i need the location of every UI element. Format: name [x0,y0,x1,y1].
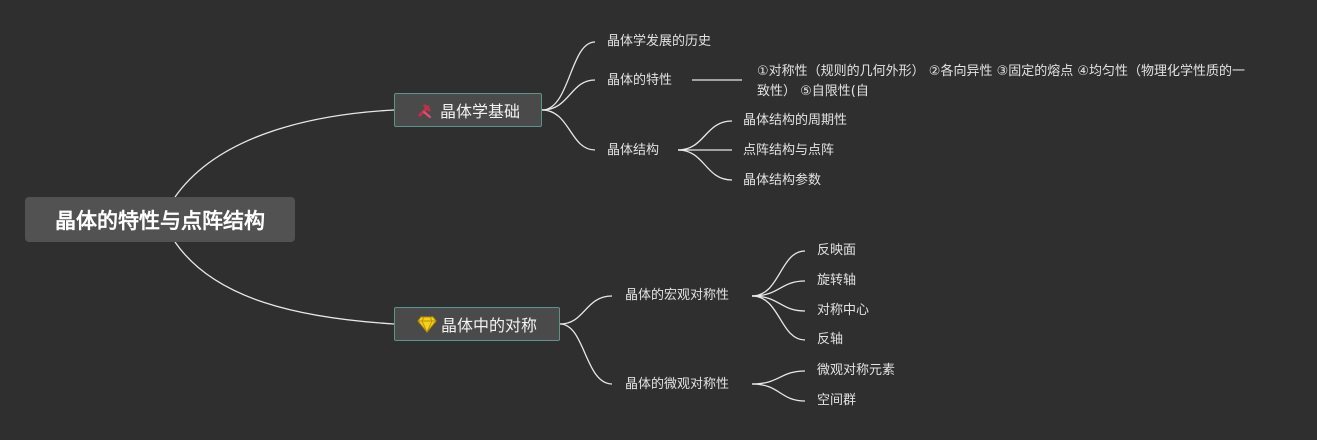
leaf-space-group[interactable]: 空间群 [817,393,857,408]
link-b1-history [541,41,596,111]
branch-topic-label: 晶体学基础 [439,102,520,121]
subtopic-crystal-properties[interactable]: 晶体的特性 [607,73,673,88]
leaf-structure-parameters[interactable]: 晶体结构参数 [743,173,822,188]
link-macro-rotation [751,280,806,297]
branch-topic-label: 晶体中的对称 [440,316,537,335]
link-macro-inversion [751,295,806,341]
link-b2-micro [559,323,613,385]
link-root-branch-1 [174,109,395,198]
leaf-lattice-structure[interactable]: 点阵结构与点阵 [743,143,835,158]
branch-topic-crystallography-basics[interactable]: 晶体学基础 [394,93,542,127]
subtopic-micro-symmetry[interactable]: 晶体的微观对称性 [625,377,730,392]
link-macro-center [751,295,806,312]
root-topic[interactable]: 晶体的特性与点阵结构 [25,197,295,242]
leaf-structure-periodicity[interactable]: 晶体结构的周期性 [743,113,848,128]
link-structure-params [677,149,733,181]
leaf-rotation-axis[interactable]: 旋转轴 [817,273,857,288]
link-b1-properties [541,79,596,111]
link-b2-macro [559,295,613,325]
branch-topic-symmetry[interactable]: 晶体中的对称 [394,307,560,341]
leaf-inversion-axis[interactable]: 反轴 [817,332,844,347]
link-micro-elements [751,370,806,385]
leaf-symmetry-center[interactable]: 对称中心 [817,303,870,318]
leaf-mirror-plane[interactable]: 反映面 [817,243,857,258]
tools-icon [416,100,436,120]
subtopic-history[interactable]: 晶体学发展的历史 [607,34,712,49]
link-macro-mirror [751,250,806,297]
gem-icon [417,315,437,333]
link-b1-structure [541,109,596,151]
subtopic-macro-symmetry[interactable]: 晶体的宏观对称性 [625,288,730,303]
link-structure-periodicity [677,120,733,151]
root-topic-label: 晶体的特性与点阵结构 [55,208,265,233]
subtopic-crystal-structure[interactable]: 晶体结构 [607,143,660,158]
leaf-micro-symmetry-elements[interactable]: 微观对称元素 [817,363,896,378]
subtopic-properties-note[interactable]: ①对称性（规则的几何外形） ②各向异性 ③固定的熔点 ④均匀性（物理化学性质的一… [757,64,1246,99]
link-micro-spacegroup [751,383,806,402]
link-root-branch-2 [174,241,395,325]
